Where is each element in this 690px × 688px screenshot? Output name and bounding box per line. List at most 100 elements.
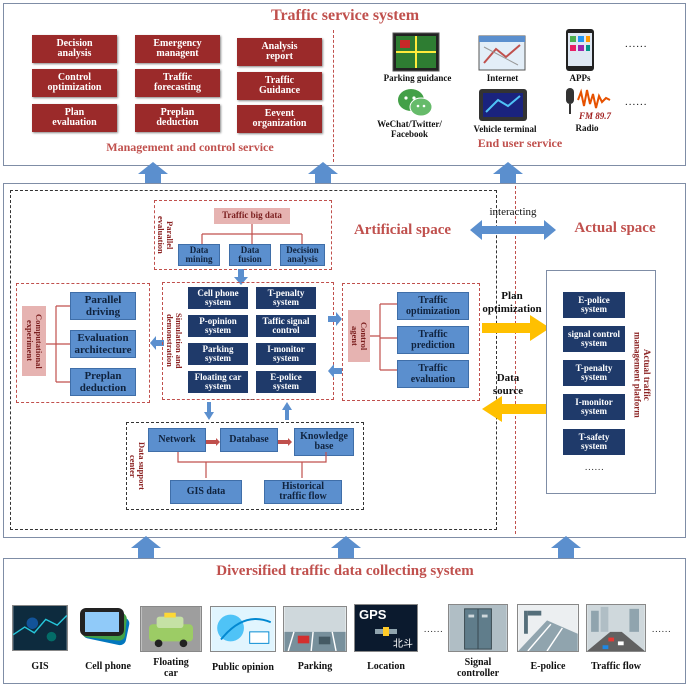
mgmt-plan-evaluation: Plan evaluation <box>32 104 117 132</box>
radio-fm-text: FM 89.7 <box>579 111 612 121</box>
gps-text: GPS <box>359 607 387 622</box>
actual-e-police: E-police system <box>563 292 625 318</box>
public-opinion-image <box>210 606 276 652</box>
big-data-connectors <box>201 224 303 244</box>
control-agent-text: Control agent <box>350 321 369 351</box>
data-source-label: Data source <box>492 372 524 397</box>
data-support-label: Data support center <box>127 442 147 490</box>
service-divider <box>333 30 334 162</box>
location-image: GPS 北斗 <box>354 604 418 652</box>
signal-controller-image <box>448 604 508 652</box>
beidou-text: 北斗 <box>393 639 413 650</box>
mgmt-analysis-report: Analysis report <box>237 38 322 66</box>
radio-icon <box>566 88 611 114</box>
e-police-image <box>517 604 579 652</box>
interacting-arrow <box>470 220 556 240</box>
sim-i-monitor: I-monitor system <box>256 343 316 365</box>
mgmt-traffic-guidance: Traffic Guidance <box>237 72 322 100</box>
traffic-evaluation-box: Traffic evaluation <box>397 360 469 388</box>
traffic-big-data-box: Traffic big data <box>214 208 290 224</box>
parking-image <box>283 606 347 652</box>
mgmt-preplan-deduction: Preplan deduction <box>135 104 220 132</box>
parallel-evaluation-label: Parallel evaluation <box>155 216 175 254</box>
vehicle-terminal-label: Vehicle terminal <box>473 124 537 134</box>
interacting-label: interacting <box>489 206 537 218</box>
end-user-caption: End user service <box>477 136 563 150</box>
vehicle-terminal-icon <box>479 89 527 121</box>
wechat-label: WeChat/Twitter/ Facebook <box>377 119 442 139</box>
floating-car-label: Floating car <box>153 657 189 679</box>
gis-image <box>12 605 68 651</box>
traffic-flow-image <box>586 604 646 652</box>
sim-p-opinion: P-opinion system <box>188 315 248 337</box>
preplan-deduction-box: Preplan deduction <box>70 368 136 396</box>
gis-label: GIS <box>31 661 49 672</box>
mgmt-emergency: Emergency managent <box>135 35 220 63</box>
mgmt-control-optimization: Control optimization <box>32 69 117 97</box>
gis-data-box: GIS data <box>170 480 242 504</box>
evaluation-architecture-box: Evaluation architecture <box>70 330 136 358</box>
control-agent-region <box>342 283 480 401</box>
parallel-driving-box: Parallel driving <box>70 292 136 320</box>
database-box: Database <box>220 428 278 452</box>
sim-data-arrows <box>204 402 292 420</box>
mgmt-traffic-forecasting: Traffic forecasting <box>135 69 220 97</box>
computational-experiment-region <box>16 283 150 403</box>
enduser-dots-2: ...... <box>625 96 648 108</box>
parking-guidance-icon <box>392 32 440 72</box>
mgmt-event-organization: Eevent organization <box>237 105 322 133</box>
data-support-region <box>126 422 364 510</box>
traffic-service-title: Traffic service system <box>270 7 420 24</box>
sim-parking: Parking system <box>188 343 248 365</box>
control-agent-label: Control agent <box>348 310 370 362</box>
data-collecting-title: Diversified traffic data collecting syst… <box>216 563 474 579</box>
actual-t-penalty: T-penalty system <box>563 360 625 386</box>
data-fusion-box: Data fusion <box>229 244 271 266</box>
comp-sim-arrow <box>150 336 164 350</box>
space-divider <box>515 186 516 534</box>
apps-label: APPs <box>569 73 591 83</box>
control-sim-arrow <box>328 364 342 378</box>
cell-phone-label: Cell phone <box>85 661 131 672</box>
sim-control-arrow <box>328 312 342 326</box>
internet-label: Internet <box>486 73 519 83</box>
network-box: Network <box>148 428 206 452</box>
plan-optimization-label: Plan optimization <box>482 290 542 315</box>
control-connectors <box>370 303 398 371</box>
computational-connectors <box>46 305 70 383</box>
sim-e-police: E-police system <box>256 371 316 393</box>
actual-space-title: Actual space <box>574 220 656 236</box>
artificial-space-title: Artificial space <box>353 222 452 238</box>
traffic-optimization-box: Traffic optimization <box>397 292 469 320</box>
apps-icon <box>566 29 594 71</box>
cell-phone-image <box>80 608 130 646</box>
traffic-flow-label: Traffic flow <box>590 661 642 672</box>
radio-label: Radio <box>575 123 599 133</box>
bottom-dots-end: ...... <box>652 624 672 634</box>
location-label: Location <box>367 661 405 672</box>
data-support-connectors <box>177 438 327 478</box>
satellite-icon <box>375 627 397 636</box>
sim-floating-car: Floating car system <box>188 371 248 393</box>
eval-down-arrow <box>234 269 248 285</box>
wechat-icon <box>398 89 433 117</box>
data-mining-box: Data mining <box>178 244 220 266</box>
signal-controller-label: Signal controller <box>456 657 500 679</box>
sim-cell-phone: Cell phone system <box>188 287 248 309</box>
e-police-label: E-police <box>530 661 566 672</box>
knowledge-base-box: Knowledge base <box>294 428 354 456</box>
simulation-label: Simulation and demonstration <box>164 312 184 369</box>
computational-experiment-label: Computational experiment <box>22 306 46 376</box>
historical-traffic-flow-box: Historical traffic flow <box>264 480 342 504</box>
up-arrows-top <box>138 162 523 188</box>
actual-i-monitor: I-monitor system <box>563 394 625 420</box>
artificial-space-region <box>10 190 497 530</box>
plan-optimization-arrow <box>482 315 550 341</box>
floating-car-image <box>140 606 202 652</box>
internet-icon <box>478 35 526 71</box>
decision-analysis-box: Decision analysis <box>280 244 325 266</box>
computational-experiment-text: Computational experiment <box>25 313 44 369</box>
actual-dots: ...... <box>585 462 605 472</box>
management-caption: Management and control service <box>106 140 274 154</box>
bottom-dots: ...... <box>424 624 444 634</box>
